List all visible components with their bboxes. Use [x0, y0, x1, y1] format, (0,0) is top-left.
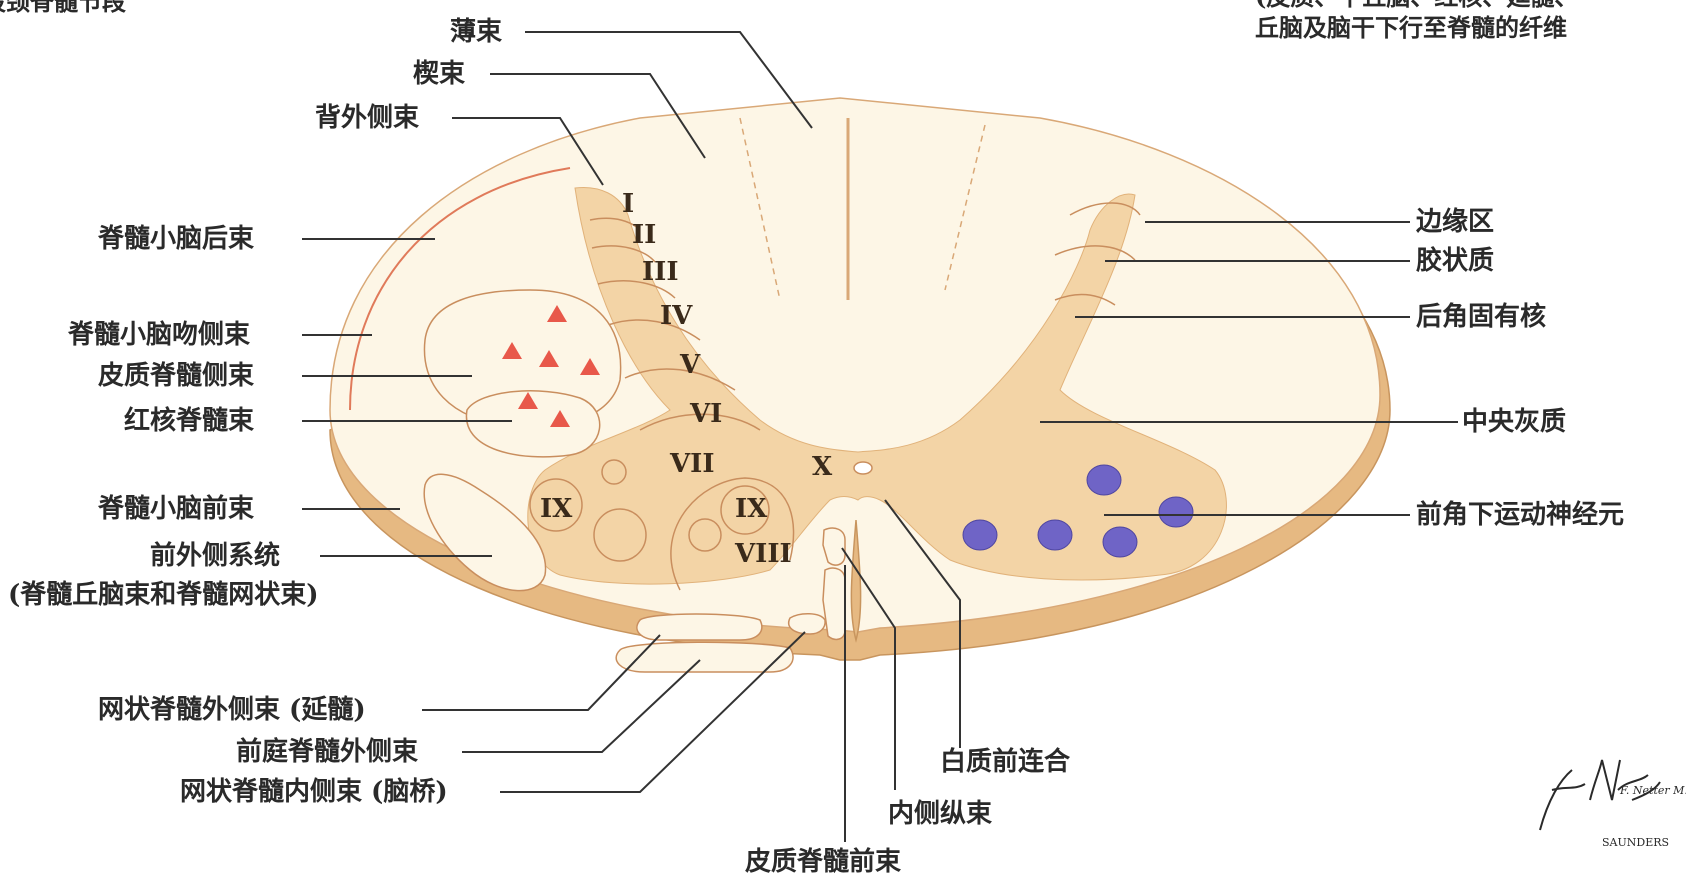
lamina-IX-right: IX	[735, 494, 768, 524]
lamina-VI: VI	[689, 399, 722, 429]
corner-note-right-line1: (皮质、下丘脑、红核、延髓、	[1255, 0, 1578, 11]
lamina-X: X	[812, 452, 833, 482]
lamina-IV: IV	[660, 301, 693, 331]
publisher-mark: SAUNDERS	[1602, 836, 1669, 849]
label-anterior-corticospinal: 皮质脊髓前束	[745, 846, 902, 876]
signature-name: F. Netter M.D.	[1619, 784, 1686, 797]
label-lateral-vestibulospinal: 前庭脊髓外侧束	[236, 736, 419, 767]
label-marginal-zone: 边缘区	[1416, 207, 1494, 237]
lamina-VII: VII	[669, 449, 715, 479]
label-rostral-spinocerebellar: 脊髓小脑吻侧束	[67, 319, 251, 350]
label-nucleus-proprius: 后角固有核	[1416, 301, 1546, 332]
lamina-IX-left: IX	[540, 494, 573, 524]
label-fasciculus-cuneatus: 楔束	[413, 58, 466, 89]
label-lateral-reticulospinal: 网状脊髓外侧束 (延髓)	[98, 694, 366, 725]
corner-note-right-line2: 丘脑及脑干下行至脊髓的纤维	[1255, 13, 1567, 42]
lamina-VIII: VIII	[734, 539, 792, 569]
central-canal	[854, 462, 872, 474]
label-fasciculus-gracilis: 薄束	[450, 16, 503, 47]
label-medial-reticulospinal: 网状脊髓内侧束 (脑桥)	[180, 776, 448, 807]
label-rubrospinal: 红核脊髓束	[124, 405, 255, 436]
label-posterior-spinocerebellar: 脊髓小脑后束	[97, 223, 255, 254]
label-substantia-gelatinosa: 胶状质	[1416, 245, 1494, 276]
corner-title-left: 段颈脊髓节段	[0, 0, 126, 16]
lamina-I: I	[622, 189, 634, 219]
netter-signature-logo: F. Netter M.D. SAUNDERS	[1540, 760, 1686, 849]
label-medial-longitudinal: 内侧纵束	[888, 798, 993, 829]
label-anterior-white-commissure: 白质前连合	[940, 746, 1071, 777]
label-dorsolateral-fasciculus: 背外侧束	[315, 102, 420, 133]
label-lower-motor-neurons: 前角下运动神经元	[1416, 499, 1624, 530]
lamina-III: III	[642, 257, 679, 287]
label-central-gray: 中央灰质	[1462, 407, 1566, 437]
label-lateral-corticospinal: 皮质脊髓侧束	[98, 360, 255, 391]
lamina-V: V	[679, 350, 701, 380]
label-anterolateral-system-note: (脊髓丘脑束和脊髓网状束)	[8, 579, 319, 610]
label-anterolateral-system: 前外侧系统	[150, 540, 280, 571]
label-anterior-spinocerebellar: 脊髓小脑前束	[97, 493, 255, 524]
lamina-II: II	[632, 220, 656, 250]
